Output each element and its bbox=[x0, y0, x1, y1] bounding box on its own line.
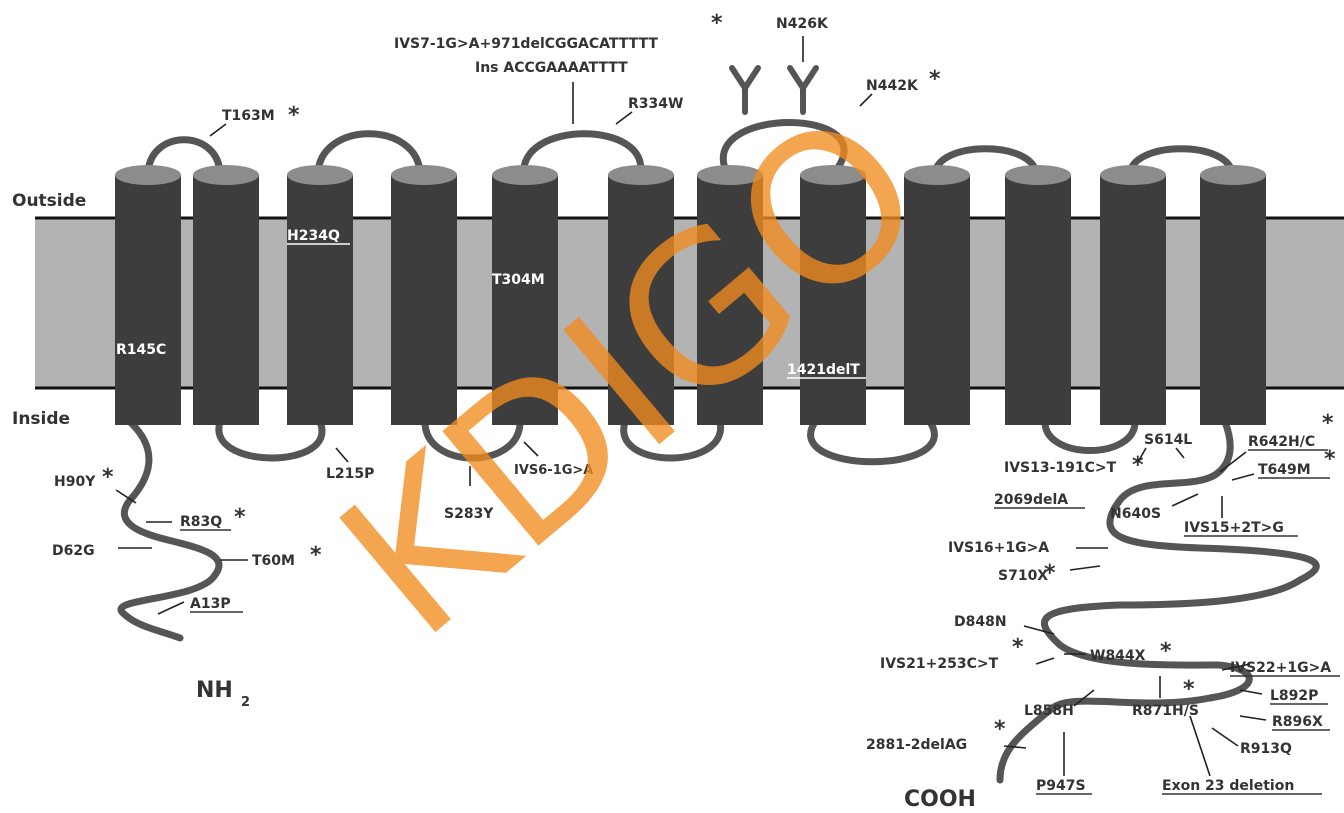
marker-r83q: * bbox=[234, 505, 246, 530]
mutation-r145c: R145C bbox=[116, 342, 166, 358]
helix-3 bbox=[287, 165, 353, 425]
mutation-ivs7: IVS7-1G>A+971delCGGACATTTTT bbox=[394, 36, 658, 52]
marker-ivs21: * bbox=[1012, 635, 1024, 660]
mutation-l892p: L892P bbox=[1270, 688, 1318, 704]
mutation-r871hs: R871H/S bbox=[1132, 703, 1199, 719]
mutation-r913q: R913Q bbox=[1240, 741, 1292, 757]
glycosylation-site-1 bbox=[732, 68, 758, 112]
mutation-ivs21: IVS21+253C>T bbox=[880, 656, 999, 672]
mutation-ivs13: IVS13-191C>T bbox=[1004, 460, 1117, 476]
marker-2881-2delag: * bbox=[994, 717, 1006, 742]
mutation-p947s: P947S bbox=[1036, 778, 1086, 794]
mutation-a13p: A13P bbox=[190, 596, 231, 612]
marker-s710x: * bbox=[1044, 561, 1056, 586]
mutation-w844x: W844X bbox=[1090, 648, 1146, 664]
inside-label: Inside bbox=[12, 409, 70, 429]
mutation-h234q: H234Q bbox=[287, 228, 340, 244]
helix-12 bbox=[1200, 165, 1266, 425]
mutation-n442k: N442K bbox=[866, 78, 919, 94]
helix-1 bbox=[115, 165, 181, 425]
mutation-ivs15: IVS15+2T>G bbox=[1184, 520, 1284, 536]
helix-10 bbox=[1005, 165, 1071, 425]
marker-r871hs: * bbox=[1183, 677, 1195, 702]
intracellular-loop-4 bbox=[811, 422, 935, 462]
mutation-ivs7-insertion: Ins ACCGAAAATTTT bbox=[475, 60, 628, 76]
c-terminus-label: COOH bbox=[904, 787, 976, 812]
mutation-r334w: R334W bbox=[628, 96, 683, 112]
mutation-r896x: R896X bbox=[1272, 714, 1323, 730]
n-terminus-subscript: 2 bbox=[241, 695, 250, 710]
intracellular-loop-5 bbox=[1045, 422, 1135, 451]
mutation-h90y: H90Y bbox=[54, 474, 96, 490]
helix-11 bbox=[1100, 165, 1166, 425]
mutation-r83q: R83Q bbox=[180, 514, 222, 530]
marker-t649m: * bbox=[1324, 447, 1336, 472]
mutation-n640s: N640S bbox=[1110, 506, 1161, 522]
helix-2 bbox=[193, 165, 259, 425]
mutation-exon23-deletion: Exon 23 deletion bbox=[1162, 778, 1294, 794]
mutation-d62g: D62G bbox=[52, 543, 95, 559]
marker-w844x: * bbox=[1160, 639, 1172, 664]
mutation-t304m: T304M bbox=[492, 272, 545, 288]
marker-n442k: * bbox=[929, 67, 941, 92]
mutation-r642hc: R642H/C bbox=[1248, 434, 1315, 450]
intracellular-loop-1 bbox=[219, 422, 322, 458]
mutation-ivs16: IVS16+1G>A bbox=[948, 540, 1049, 556]
marker-t60m: * bbox=[310, 543, 322, 568]
mutation-t649m: T649M bbox=[1258, 462, 1311, 478]
outside-label: Outside bbox=[12, 191, 86, 211]
mutation-t163m: T163M bbox=[222, 108, 275, 124]
marker-h90y: * bbox=[102, 465, 114, 490]
mutation-t60m: T60M bbox=[252, 553, 295, 569]
n-terminus-label: NH bbox=[196, 678, 233, 703]
mutation-l858h: L858H bbox=[1024, 703, 1074, 719]
marker-r642hc: * bbox=[1322, 411, 1334, 436]
mutation-s710x: S710X bbox=[998, 568, 1048, 584]
mutation-s614l: S614L bbox=[1144, 432, 1192, 448]
marker-t163m: * bbox=[288, 103, 300, 128]
mutation-2069dela: 2069delA bbox=[994, 492, 1068, 508]
mutation-2881-2delag: 2881-2delAG bbox=[866, 737, 967, 753]
marker-ivs13: * bbox=[1132, 453, 1144, 478]
mutation-d848n: D848N bbox=[954, 614, 1007, 630]
mutation-ivs22: IVS22+1G>A bbox=[1230, 660, 1331, 676]
marker-ivs7: * bbox=[711, 11, 723, 36]
mutation-n426k: N426K bbox=[776, 16, 829, 32]
